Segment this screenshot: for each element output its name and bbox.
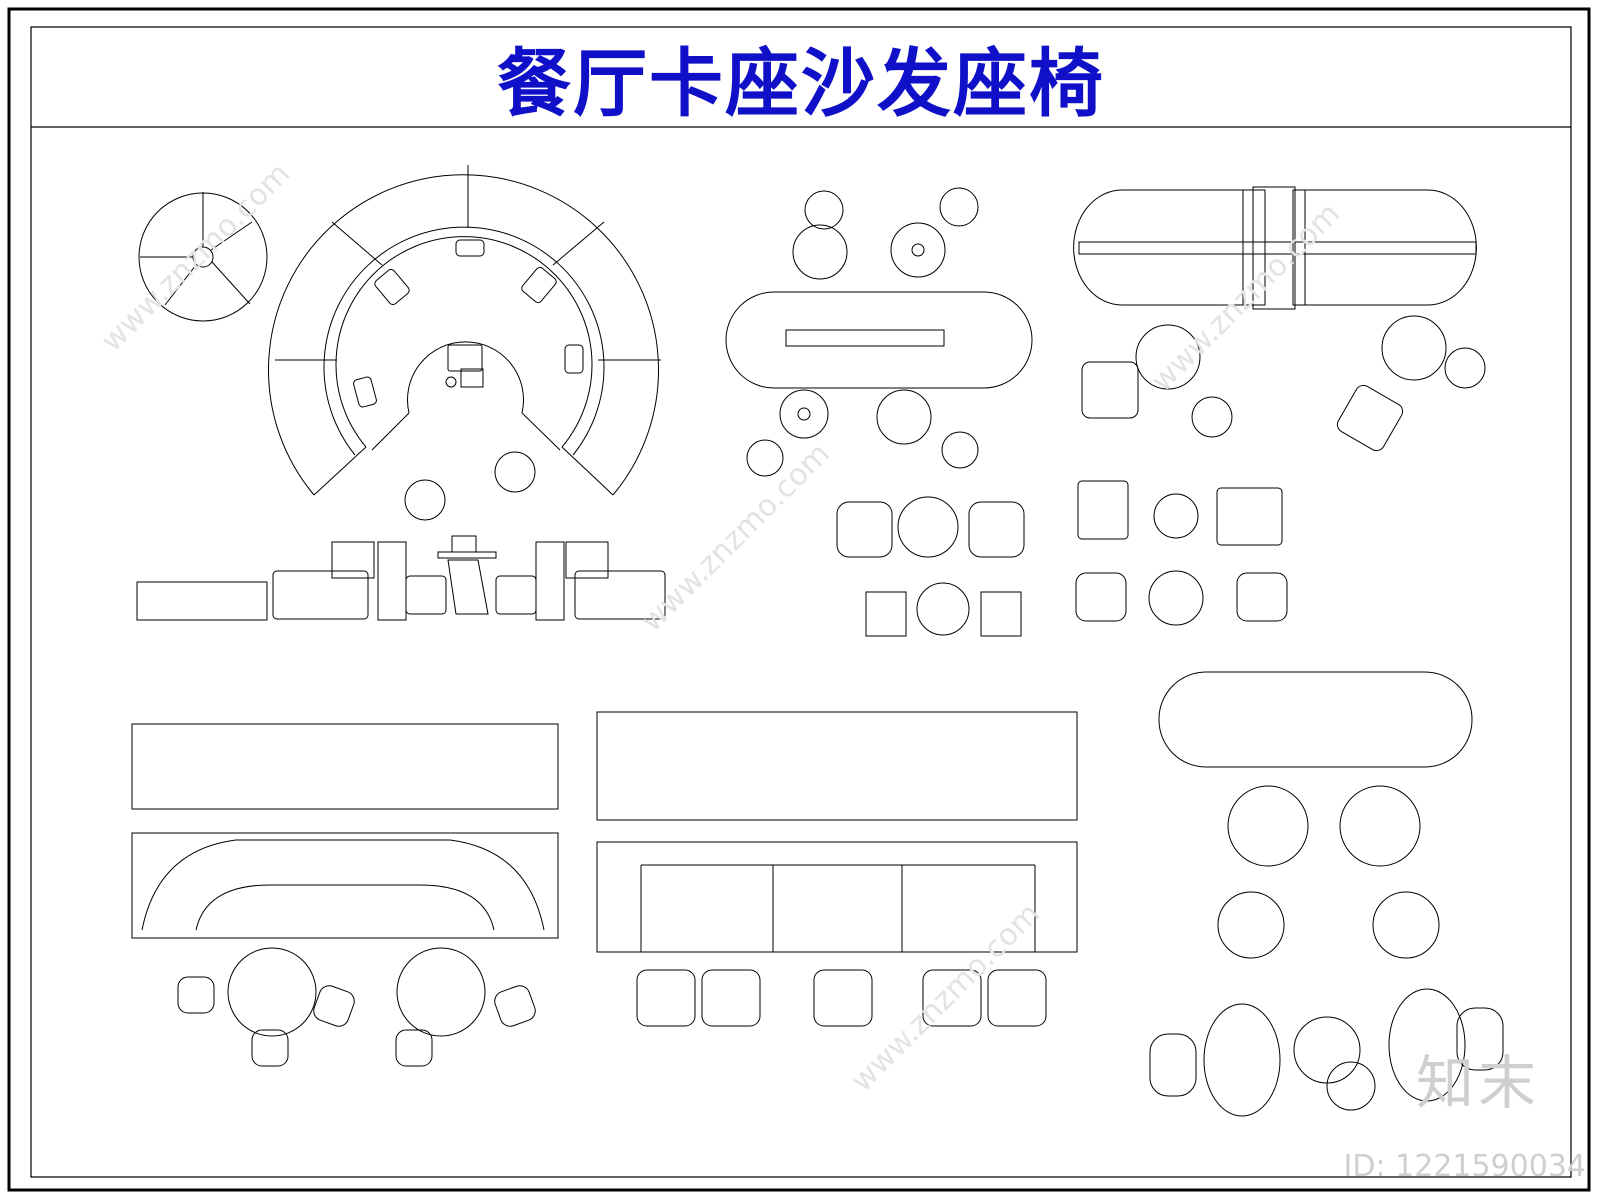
oval-table-chairs xyxy=(1150,672,1503,1116)
double-sofa-plan xyxy=(1074,187,1477,309)
brand-logo: 知末 xyxy=(1415,1049,1540,1117)
lounge-chairs xyxy=(1082,316,1485,454)
drawing-title: 餐厅卡座沙发座椅 xyxy=(497,40,1105,127)
oval-table-stools xyxy=(726,188,1032,476)
id-label: ID: 1221590034 xyxy=(1343,1149,1586,1184)
dining-sets-middle xyxy=(837,481,1287,636)
long-sofa xyxy=(597,712,1077,1026)
curved-booth xyxy=(132,724,558,1066)
outer-frame xyxy=(9,9,1589,1190)
booth-elevation xyxy=(137,536,665,620)
inner-frame xyxy=(31,27,1571,1177)
circular-booth-plan xyxy=(269,165,662,520)
round-table-plan xyxy=(139,192,267,321)
